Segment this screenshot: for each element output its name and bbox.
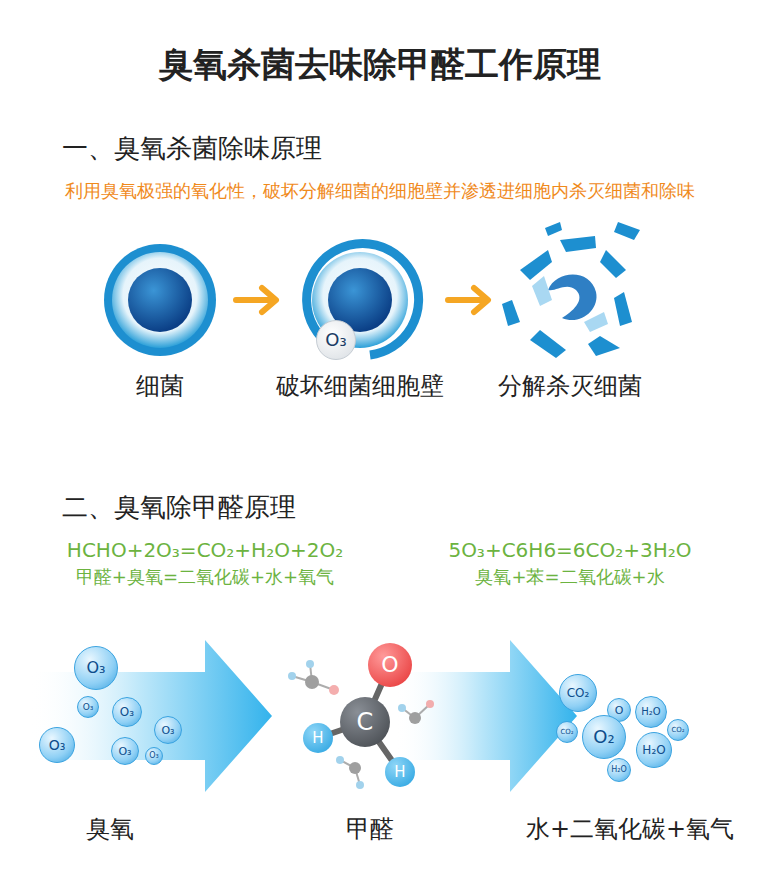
diagram-title: 臭氧杀菌去味除甲醛工作原理 <box>159 44 601 85</box>
section-heading: 一、臭氧杀菌除味原理 <box>62 133 322 164</box>
atom <box>398 704 406 712</box>
stage-label: 甲醛 <box>346 815 394 844</box>
fragment <box>502 300 520 326</box>
fragment <box>530 330 566 358</box>
molecule-bubble: O₃ <box>112 697 142 727</box>
atom <box>329 685 339 695</box>
bubble-text: CO₂ <box>671 727 684 734</box>
atom <box>356 781 364 789</box>
molecule-bubble: C <box>340 697 390 747</box>
molecule-bubble: O₃ <box>111 737 139 765</box>
description: 利用臭氧极强的氧化性，破坏分解细菌的细胞壁并渗透进细胞内杀灭细菌和除味 <box>65 180 695 202</box>
atom <box>426 700 434 708</box>
bubble-text: O₃ <box>149 752 159 760</box>
bubble-text: O₃ <box>161 725 174 736</box>
atom <box>409 712 421 724</box>
cell-body <box>112 252 208 348</box>
molecule-bubble: H₂O <box>635 696 667 728</box>
fragment <box>548 275 597 321</box>
bubble-text: O <box>381 654 398 676</box>
molecule-bubble: O <box>368 643 412 687</box>
step-label: 细菌 <box>136 372 184 401</box>
atom <box>349 762 361 774</box>
atom <box>306 660 314 668</box>
bubble-text: H₂O <box>642 744 665 756</box>
flow-arrow <box>395 640 577 792</box>
molecule-bubble: H₂O <box>607 758 631 782</box>
fragment <box>560 236 596 252</box>
molecule-bubble: O₃ <box>316 320 356 360</box>
bubble-text: H <box>312 731 323 746</box>
bubble-text: H₂O <box>611 766 627 774</box>
fragment <box>520 250 552 280</box>
molecule-bubble: O₂ <box>582 715 626 759</box>
fragment <box>614 222 640 240</box>
fragment <box>588 336 620 356</box>
fragment <box>614 292 632 326</box>
molecule-bubble: CO₂ <box>667 719 689 741</box>
stage-label: 水+二氧化碳+氧气 <box>526 815 734 844</box>
equation: HCHO+2O₃=CO₂+H₂O+2O₂ <box>67 538 343 562</box>
molecule-bubble: H <box>303 723 333 753</box>
bubble-text: O₂ <box>593 728 614 746</box>
molecule-bubble: O₃ <box>74 646 118 690</box>
bacterium-cell <box>104 244 216 356</box>
fragment <box>532 276 552 306</box>
equation-words: 臭氧+苯=二氧化碳+水 <box>475 566 664 588</box>
cell-wall <box>104 244 216 356</box>
atom <box>288 672 296 680</box>
small-molecules <box>288 660 434 789</box>
atom <box>305 675 319 689</box>
molecule-bubble: CO₂ <box>559 674 597 712</box>
stage-label: 臭氧 <box>86 815 134 844</box>
section-heading: 二、臭氧除甲醛原理 <box>62 492 296 523</box>
bubble-text: CO₂ <box>560 729 573 736</box>
bubble-text: O₃ <box>325 331 346 349</box>
molecule-bubble: O₃ <box>39 727 75 763</box>
fragment <box>584 312 608 332</box>
step-label: 分解杀灭细菌 <box>498 372 642 401</box>
fragment <box>600 250 626 278</box>
equation: 5O₃+C6H6=6CO₂+3H₂O <box>448 538 691 562</box>
molecule-bubble: CO₂ <box>556 721 578 743</box>
molecule-bubble: O₃ <box>154 716 182 744</box>
molecule-bubble: O₃ <box>145 747 163 765</box>
molecule-bubble: O₃ <box>77 696 99 718</box>
bubble-text: O₃ <box>120 706 134 718</box>
destroyed-bacterium <box>502 222 640 358</box>
bubble-text: H <box>394 765 405 780</box>
cell-core <box>128 268 192 332</box>
process-arrow <box>448 288 488 312</box>
fragment <box>545 222 562 236</box>
bubble-text: O₃ <box>86 660 105 676</box>
step-label: 破坏细菌细胞壁 <box>276 372 444 401</box>
atom <box>336 756 344 764</box>
bubble-text: H₂O <box>641 707 660 717</box>
bubble-text: CO₂ <box>567 687 590 699</box>
bubble-text: O₃ <box>118 746 131 757</box>
molecule-bubble: H₂O <box>636 732 672 768</box>
bubble-text: C <box>357 710 374 734</box>
bubble-text: O₃ <box>83 703 94 712</box>
molecule-bubble: H <box>385 757 415 787</box>
cell-body <box>312 252 408 348</box>
bubble-text: O <box>615 705 624 716</box>
process-arrow <box>236 288 276 312</box>
flow-arrow <box>30 640 272 792</box>
bubble-text: O₃ <box>49 738 66 752</box>
equation-words: 甲醛+臭氧=二氧化碳+水+氧气 <box>76 566 334 588</box>
